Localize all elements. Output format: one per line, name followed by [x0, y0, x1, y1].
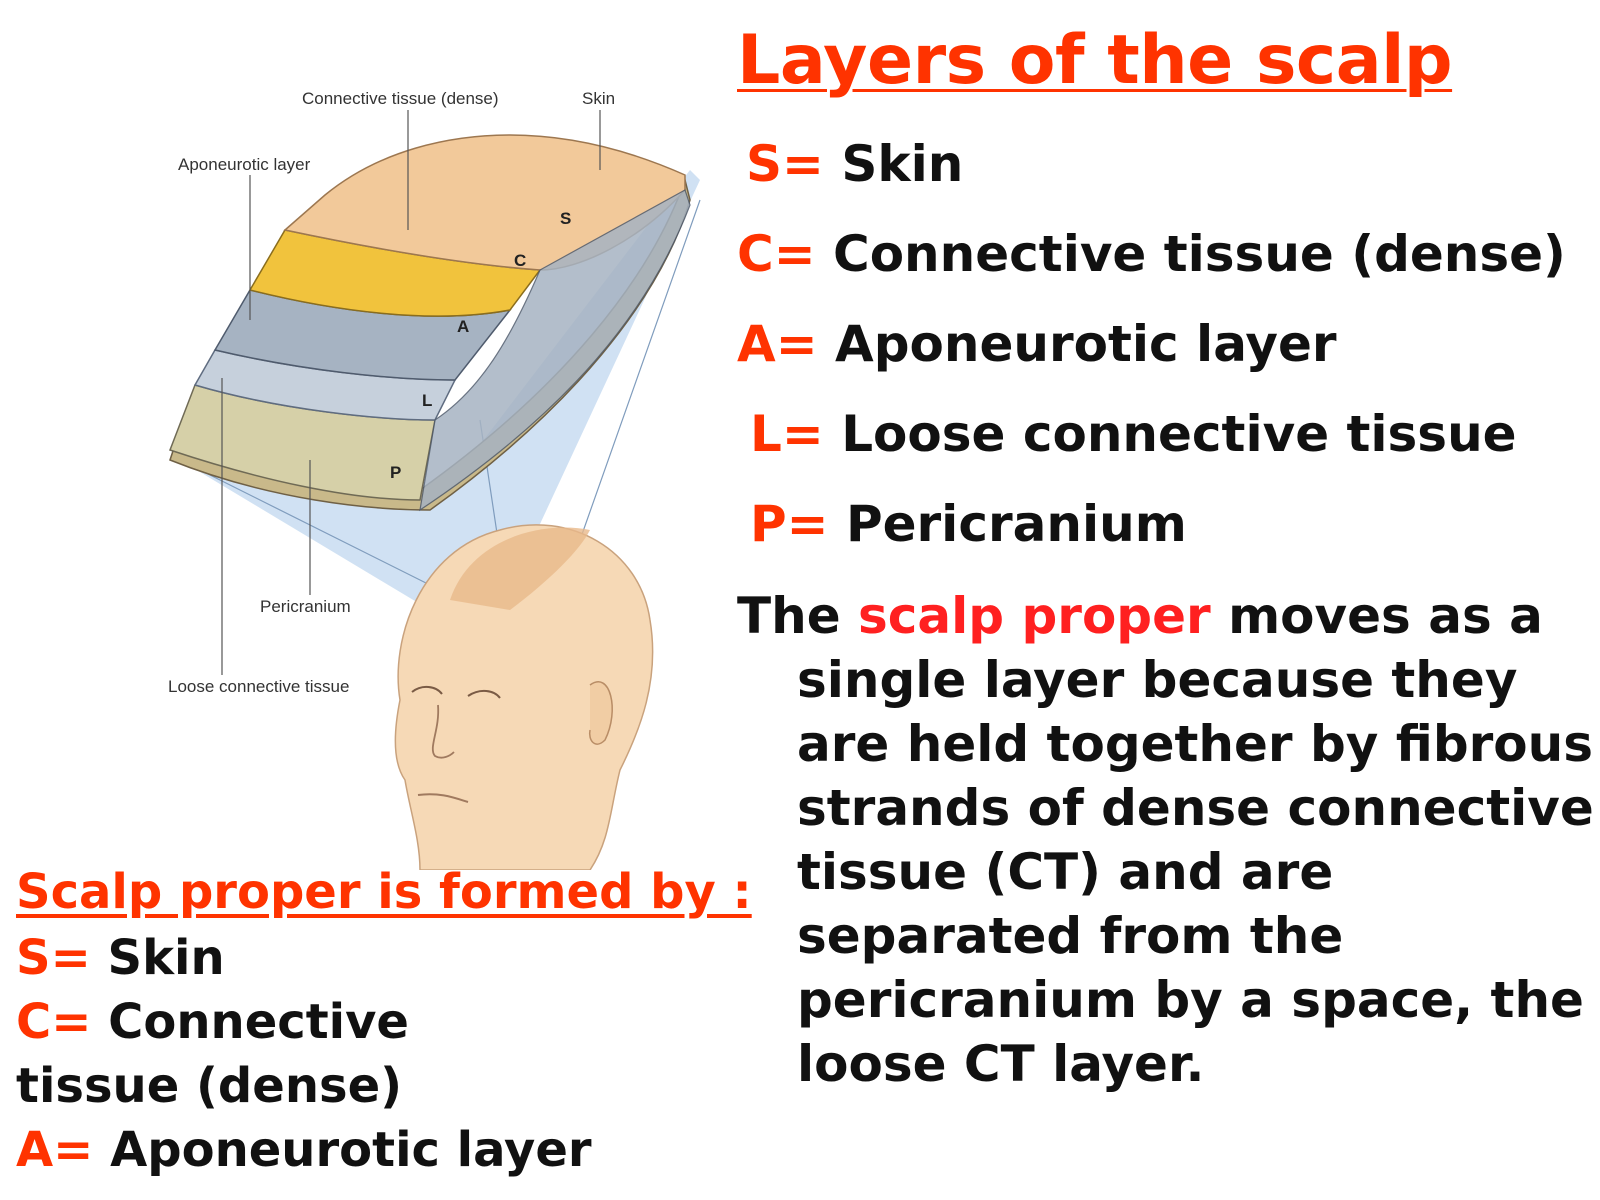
- label-skin: Skin: [582, 89, 615, 108]
- item-key: C=: [16, 994, 92, 1050]
- letter-s: S: [560, 209, 571, 228]
- definition-skin: S= Skin: [746, 134, 963, 194]
- head-ear: [588, 681, 613, 745]
- letter-c: C: [514, 251, 526, 270]
- page-title: Layers of the scalp: [737, 21, 1453, 100]
- head-window: [450, 527, 590, 610]
- head-nose: [431, 704, 455, 759]
- scalp-proper-item-aponeurotic: A= Aponeurotic layer: [16, 1118, 716, 1182]
- definition-aponeurotic: A= Aponeurotic layer: [737, 314, 1337, 374]
- scalp-layers-diagram: Connective tissue (dense) Skin Aponeurot…: [168, 89, 701, 870]
- item-text: Aponeurotic layer: [93, 1122, 592, 1178]
- definition-connective: C= Connective tissue (dense): [737, 224, 1566, 284]
- label-aponeurotic: Aponeurotic layer: [178, 155, 311, 174]
- head-eye: [411, 686, 443, 695]
- paragraph-rest: moves as a single layer because they are…: [797, 587, 1594, 1093]
- definition-text: Skin: [841, 135, 964, 193]
- definition-text: Aponeurotic layer: [835, 315, 1337, 373]
- definition-key: S=: [746, 135, 824, 193]
- scalp-proper-item-skin: S= Skin: [16, 926, 716, 990]
- definition-text: Pericranium: [845, 495, 1187, 553]
- item-text: Connective tissue (dense): [16, 994, 409, 1114]
- letter-p: P: [390, 463, 401, 482]
- label-connective: Connective tissue (dense): [302, 89, 499, 108]
- definition-key: C=: [737, 225, 816, 283]
- item-key: A=: [16, 1122, 94, 1178]
- head-eye: [467, 690, 501, 699]
- letter-a: A: [457, 317, 469, 336]
- letter-l: L: [422, 391, 432, 410]
- head-outline: [394, 524, 654, 870]
- definition-key: A=: [737, 315, 818, 373]
- definition-key: P=: [750, 495, 829, 553]
- head-mouth: [417, 793, 469, 803]
- label-pericranium: Pericranium: [260, 597, 351, 616]
- label-loose: Loose connective tissue: [168, 677, 349, 696]
- definition-key: L=: [750, 405, 824, 463]
- paragraph-highlight: scalp proper: [858, 587, 1211, 645]
- definition-text: Connective tissue (dense): [833, 225, 1566, 283]
- definition-loose: L= Loose connective tissue: [750, 404, 1517, 464]
- scalp-proper-explanation: The scalp proper moves as a single layer…: [737, 584, 1597, 1096]
- item-text: Skin: [90, 930, 225, 986]
- slab-side-edge: [419, 189, 691, 512]
- scalp-proper-heading: Scalp proper is formed by :: [16, 864, 752, 920]
- item-key: S=: [16, 930, 91, 986]
- paragraph-start: The: [737, 587, 859, 645]
- definition-text: Loose connective tissue: [841, 405, 1517, 463]
- scalp-proper-item-connective: C= Connective tissue (dense): [16, 990, 576, 1118]
- definition-pericranium: P= Pericranium: [750, 494, 1187, 554]
